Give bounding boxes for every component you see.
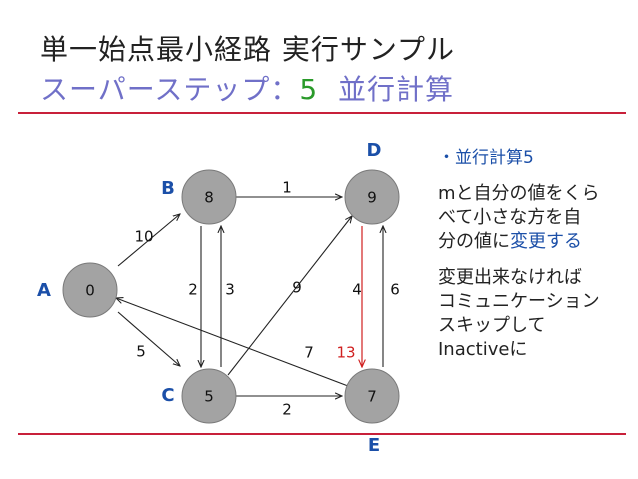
weight-c-e: 2 xyxy=(282,401,292,419)
superstep-number: 5 xyxy=(299,73,319,106)
notes-text: 分の値に xyxy=(438,231,510,252)
notes-line: コミュニケーション xyxy=(438,291,600,312)
superstep-mode: 並行計算 xyxy=(337,73,454,106)
node-b xyxy=(181,169,237,225)
node-c-value: 5 xyxy=(204,388,214,406)
node-e-letter: E xyxy=(368,435,380,456)
notes-line: Inactiveに xyxy=(438,339,528,360)
slide-title: 単一始点最小経路 実行サンプル xyxy=(40,33,456,66)
notes-line: mと自分の値をくら xyxy=(438,183,600,204)
weight-c-b: 3 xyxy=(225,281,235,299)
node-c xyxy=(181,368,237,424)
notes-panel: ・並行計算5 mと自分の値をくら べて小さな方を自 分の値に変更する 変更出来な… xyxy=(438,146,638,362)
notes-line: 分の値に変更する xyxy=(438,230,638,254)
weight-d-e: 4 xyxy=(352,281,362,299)
edge-a-c xyxy=(117,311,180,366)
node-a xyxy=(62,262,118,318)
accent-divider-bottom xyxy=(18,433,626,435)
notes-line: 変更出来なければ xyxy=(438,267,582,288)
accent-divider-top xyxy=(18,112,626,114)
weight-e-d: 6 xyxy=(390,281,400,299)
weight-e-a: 7 xyxy=(304,344,314,362)
notes-bullet: ・並行計算5 xyxy=(438,148,534,168)
node-a-value: 0 xyxy=(85,282,95,300)
node-b-value: 8 xyxy=(204,189,214,207)
node-a-letter: A xyxy=(37,280,51,301)
edge-c-d xyxy=(227,216,352,376)
node-e xyxy=(344,368,400,424)
weight-b-c: 2 xyxy=(188,281,198,299)
notes-line: スキップして xyxy=(438,315,546,336)
node-e-value: 7 xyxy=(367,388,377,406)
weight-c-d: 9 xyxy=(292,279,302,297)
node-c-letter: C xyxy=(161,385,174,406)
superstep-label: スーパーステップ： xyxy=(40,73,300,106)
node-d-value: 9 xyxy=(367,189,377,207)
weight-a-c: 5 xyxy=(136,343,146,361)
message-value: 13 xyxy=(336,344,355,362)
edge-e-a xyxy=(116,298,349,387)
weight-b-d: 1 xyxy=(282,179,292,197)
slide-subtitle: スーパーステップ：5 並行計算 xyxy=(40,68,454,108)
node-b-letter: B xyxy=(161,178,175,199)
notes-line: べて小さな方を自 xyxy=(438,207,582,228)
node-d xyxy=(344,169,400,225)
weight-a-b: 10 xyxy=(134,228,153,246)
edge-a-b xyxy=(117,214,180,267)
node-d-letter: D xyxy=(367,140,382,161)
notes-highlight: 変更する xyxy=(510,231,582,252)
